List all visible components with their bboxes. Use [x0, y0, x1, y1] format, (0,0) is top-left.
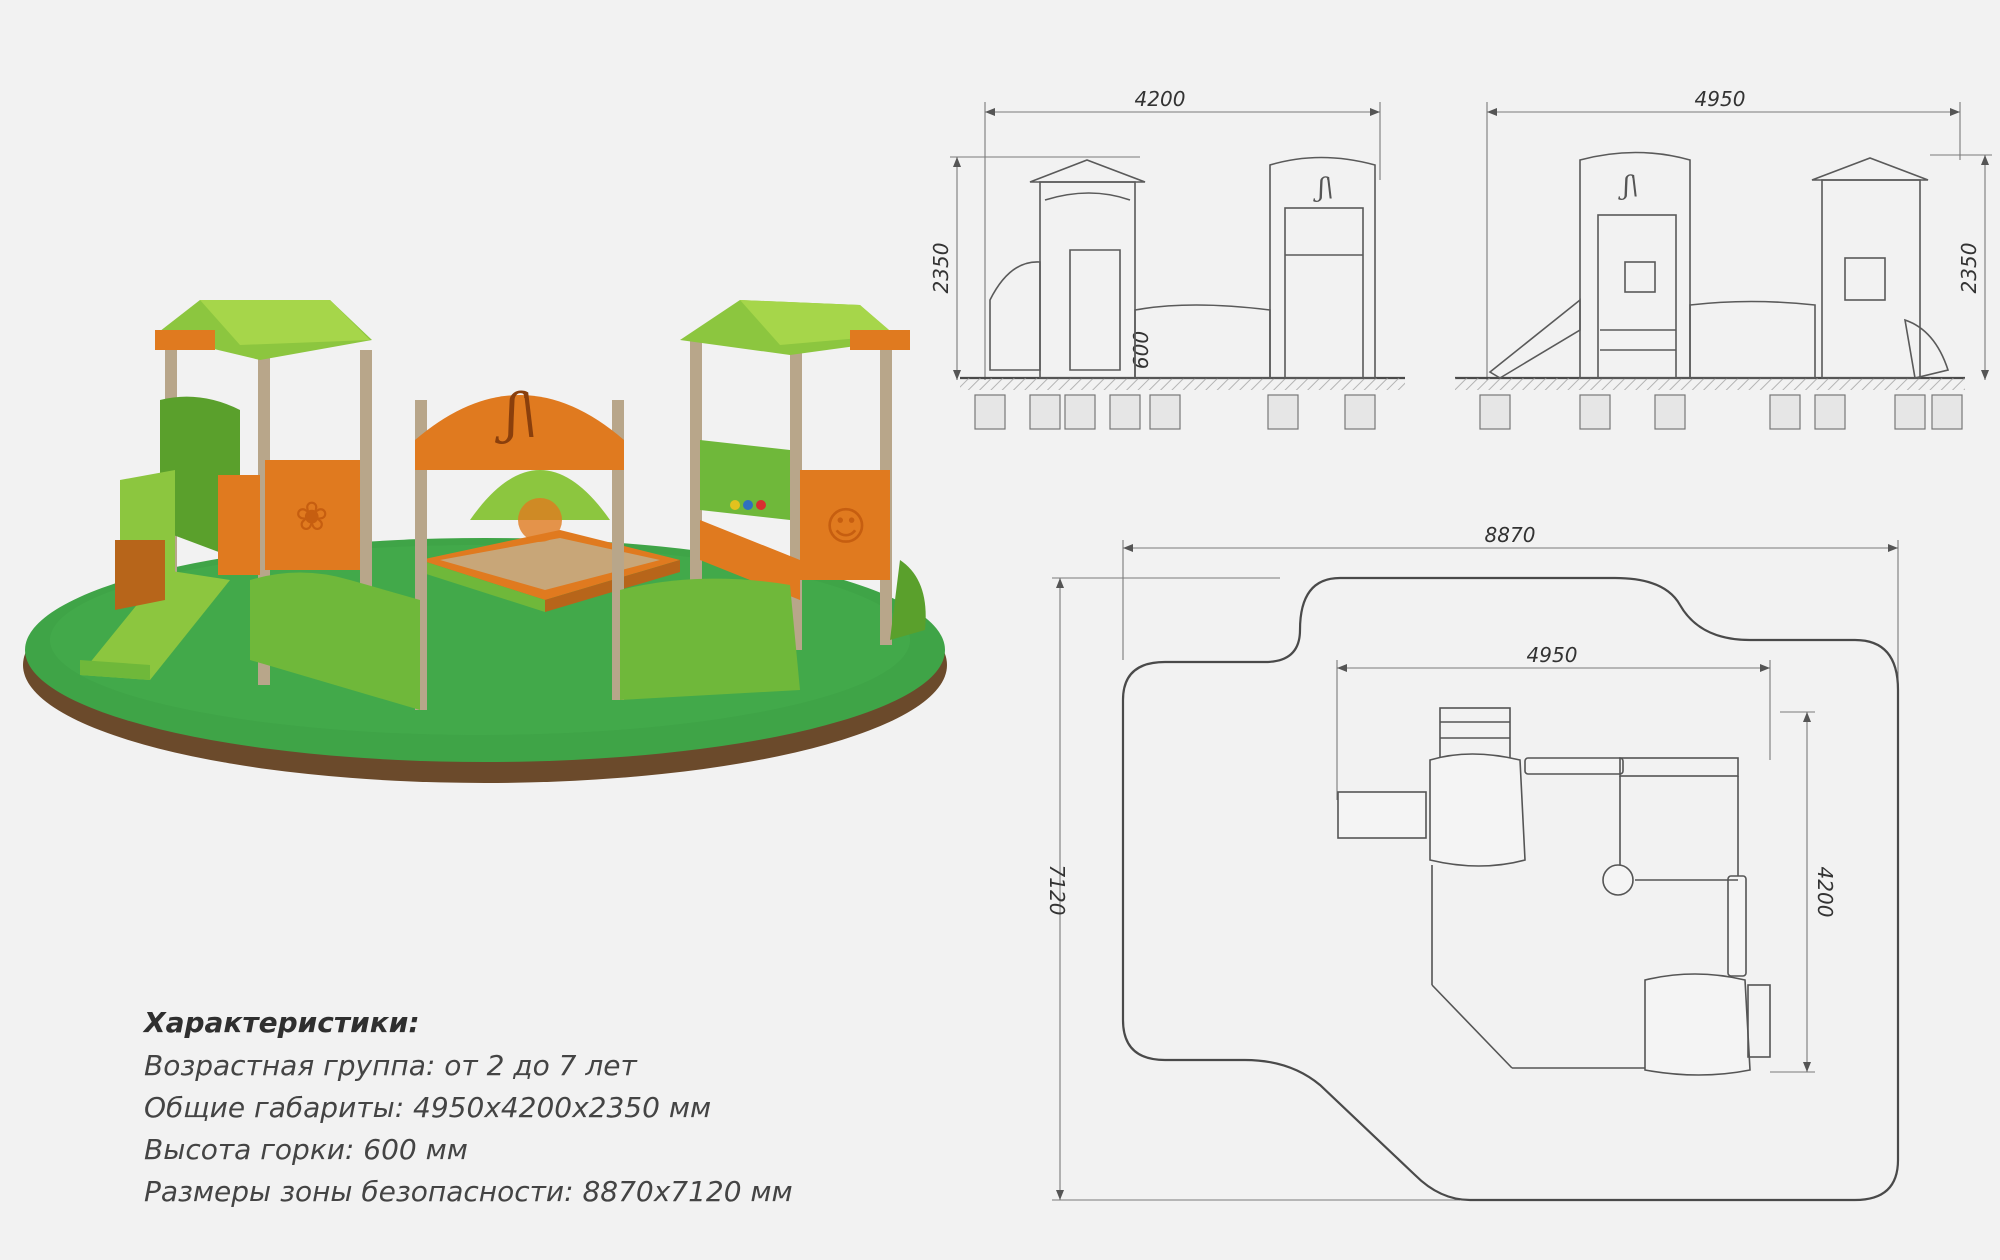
slide-height-label: 600: [1129, 331, 1153, 369]
spec-overall-dimensions: Общие габариты: 4950x4200x2350 мм: [144, 1091, 712, 1124]
side-elevation: 4950 2350 ʃ\: [1455, 87, 1992, 430]
characteristics-block: Характеристики: Возрастная группа: от 2 …: [144, 1006, 904, 1213]
svg-text:☺: ☺: [825, 504, 867, 550]
svg-text:ʃ\: ʃ\: [1618, 171, 1639, 201]
front-width-label: 4200: [1135, 87, 1186, 111]
side-height-label: 2350: [1957, 243, 1981, 294]
slide: [80, 570, 230, 680]
front-elevation: 4200 2350 600 ʃ\: [929, 87, 1405, 430]
side-width-label: 4950: [1695, 87, 1746, 111]
front-height-label: 2350: [929, 243, 953, 294]
plan-depth-label: 4200: [1813, 867, 1837, 918]
svg-text:ʃ\: ʃ\: [1313, 173, 1334, 203]
spec-safety-zone: Размеры зоны безопасности: 8870x7120 мм: [144, 1175, 793, 1208]
right-tower: ☺: [620, 300, 926, 700]
characteristics-heading: Характеристики:: [144, 1006, 420, 1039]
plan-view: 8870 7120 4950 4200: [1045, 523, 1900, 1202]
spec-slide-height: Высота горки: 600 мм: [144, 1133, 468, 1166]
svg-text:❀: ❀: [295, 494, 329, 540]
spec-age-group: Возрастная группа: от 2 до 7 лет: [144, 1049, 637, 1082]
safety-zone-outline: [1121, 576, 1900, 1202]
zone-height-label: 7120: [1045, 865, 1069, 916]
plan-width-label: 4950: [1527, 643, 1578, 667]
left-tower: ❀: [80, 300, 420, 710]
zone-width-label: 8870: [1485, 523, 1536, 547]
playground-render: ʃ\ ❀: [23, 300, 947, 783]
